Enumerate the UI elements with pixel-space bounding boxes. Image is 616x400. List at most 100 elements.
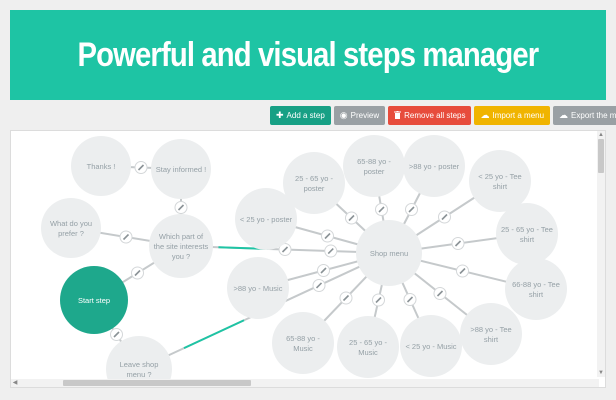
step-node-label: menu ? (126, 370, 151, 379)
horizontal-scroll-thumb[interactable] (63, 380, 251, 386)
step-node-label: 25 - 65 yo - Tee (501, 225, 553, 234)
scroll-left-icon[interactable]: ◀ (12, 380, 18, 386)
step-node-label: Which part of (159, 232, 204, 241)
link-edit-handle[interactable] (405, 203, 418, 216)
step-node-label: < 25 yo - Music (405, 342, 456, 351)
pencil-icon (320, 267, 327, 274)
step-node-p2565[interactable]: 25 - 65 yo -poster (283, 152, 345, 214)
step-node-circle (60, 266, 128, 334)
pencil-icon (459, 267, 466, 275)
step-node-label: Music (293, 344, 313, 353)
link-edit-handle[interactable] (372, 293, 385, 307)
header-banner: Powerful and visual steps manager (10, 10, 606, 100)
step-node-label: 65-88 yo - (286, 334, 320, 343)
pencil-icon (408, 206, 415, 213)
step-node-p88[interactable]: >88 yo - poster (403, 135, 465, 197)
step-node-m2565[interactable]: 25 - 65 yo -Music (337, 316, 399, 378)
step-node-label: poster (304, 184, 325, 193)
link-edit-handle[interactable] (317, 264, 330, 277)
link-edit-handle[interactable] (110, 328, 123, 341)
step-node-stay[interactable]: Stay informed ! (151, 139, 211, 199)
step-node-m25[interactable]: < 25 yo - Music (400, 315, 462, 377)
step-node-start[interactable]: Start step (60, 266, 128, 334)
step-node-label: 66-88 yo - Tee (512, 280, 560, 289)
step-node-label: shirt (484, 335, 499, 344)
link-edit-handle[interactable] (433, 287, 447, 300)
link-edit-handle[interactable] (321, 229, 334, 243)
pencil-icon (324, 232, 331, 240)
step-node-p25[interactable]: < 25 yo - poster (235, 188, 297, 250)
link-edit-handle[interactable] (131, 266, 144, 280)
link-edit-handle[interactable] (312, 278, 326, 292)
link-edit-handle[interactable] (345, 211, 358, 225)
trash-icon (394, 110, 402, 121)
vertical-scroll-thumb[interactable] (598, 139, 604, 173)
step-node-circle (106, 336, 172, 381)
scroll-down-icon[interactable]: ▼ (598, 370, 604, 376)
import-menu-label: Import a menu (492, 111, 545, 120)
step-node-label: < 25 yo - poster (240, 215, 293, 224)
upload-cloud-icon: ☁ (559, 110, 569, 120)
vertical-scrollbar[interactable]: ▲ ▼ (597, 131, 605, 377)
preview-label: Preview (350, 111, 380, 120)
step-node-m88[interactable]: >88 yo - Music (227, 257, 289, 319)
pencil-icon (327, 247, 334, 255)
step-node-shop[interactable]: Shop menu (356, 220, 422, 286)
step-node-p6588[interactable]: 65-88 yo -poster (343, 135, 405, 197)
active-link-segment (183, 319, 245, 350)
link-edit-handle[interactable] (119, 230, 133, 244)
add-step-button[interactable]: ✚ Add a step (270, 106, 331, 125)
step-node-circle (227, 257, 289, 319)
step-node-label: 25 - 65 yo - (295, 174, 333, 183)
remove-all-label: Remove all steps (404, 111, 466, 120)
link-edit-handle[interactable] (451, 237, 465, 250)
step-node-label: >88 yo - Tee (470, 325, 511, 334)
link-edit-handle[interactable] (324, 244, 338, 258)
step-node-label: Stay informed ! (156, 165, 206, 174)
step-node-label: Thanks ! (87, 162, 116, 171)
step-node-circle (283, 152, 345, 214)
link-edit-handle[interactable] (456, 264, 469, 278)
step-node-thanks[interactable]: Thanks ! (71, 136, 131, 196)
step-node-label: shirt (520, 235, 535, 244)
step-node-label: Leave shop (120, 360, 159, 369)
remove-all-steps-button[interactable]: Remove all steps (388, 106, 472, 125)
step-node-m6588[interactable]: 65-88 yo -Music (272, 312, 334, 374)
preview-button[interactable]: ◉ Preview (333, 106, 386, 125)
link-edit-handle[interactable] (278, 243, 292, 256)
pencil-icon (113, 331, 120, 338)
pencil-icon (134, 269, 141, 277)
link-edit-handle[interactable] (174, 201, 188, 214)
link-edit-handle[interactable] (438, 210, 451, 224)
step-node-label: What do you (50, 219, 92, 228)
step-node-circle (496, 203, 558, 265)
link-edit-handle[interactable] (375, 203, 388, 216)
pencil-icon (342, 294, 350, 302)
step-node-circle (460, 303, 522, 365)
step-node-label: the site interests (154, 242, 209, 251)
step-node-label: shirt (493, 182, 508, 191)
step-node-label: >88 yo - poster (409, 162, 460, 171)
step-node-circle (400, 315, 462, 377)
link-edit-handle[interactable] (403, 293, 417, 306)
pencil-icon (281, 246, 289, 253)
steps-graph: Thanks ! Stay informed ! What do youprefer… (41, 135, 567, 381)
horizontal-scrollbar[interactable]: ◀ (11, 379, 599, 387)
step-node-label: 25 - 65 yo - (349, 338, 387, 347)
step-node-label: shirt (529, 290, 544, 299)
link-edit-handle[interactable] (134, 161, 148, 174)
pencil-icon (137, 164, 145, 171)
step-node-label: prefer ? (58, 229, 84, 238)
scroll-up-icon[interactable]: ▲ (598, 132, 604, 138)
import-menu-button[interactable]: ☁ Import a menu (474, 106, 551, 125)
link-edit-handle[interactable] (339, 291, 353, 305)
export-menu-button[interactable]: ☁ Export the menu (553, 106, 616, 125)
